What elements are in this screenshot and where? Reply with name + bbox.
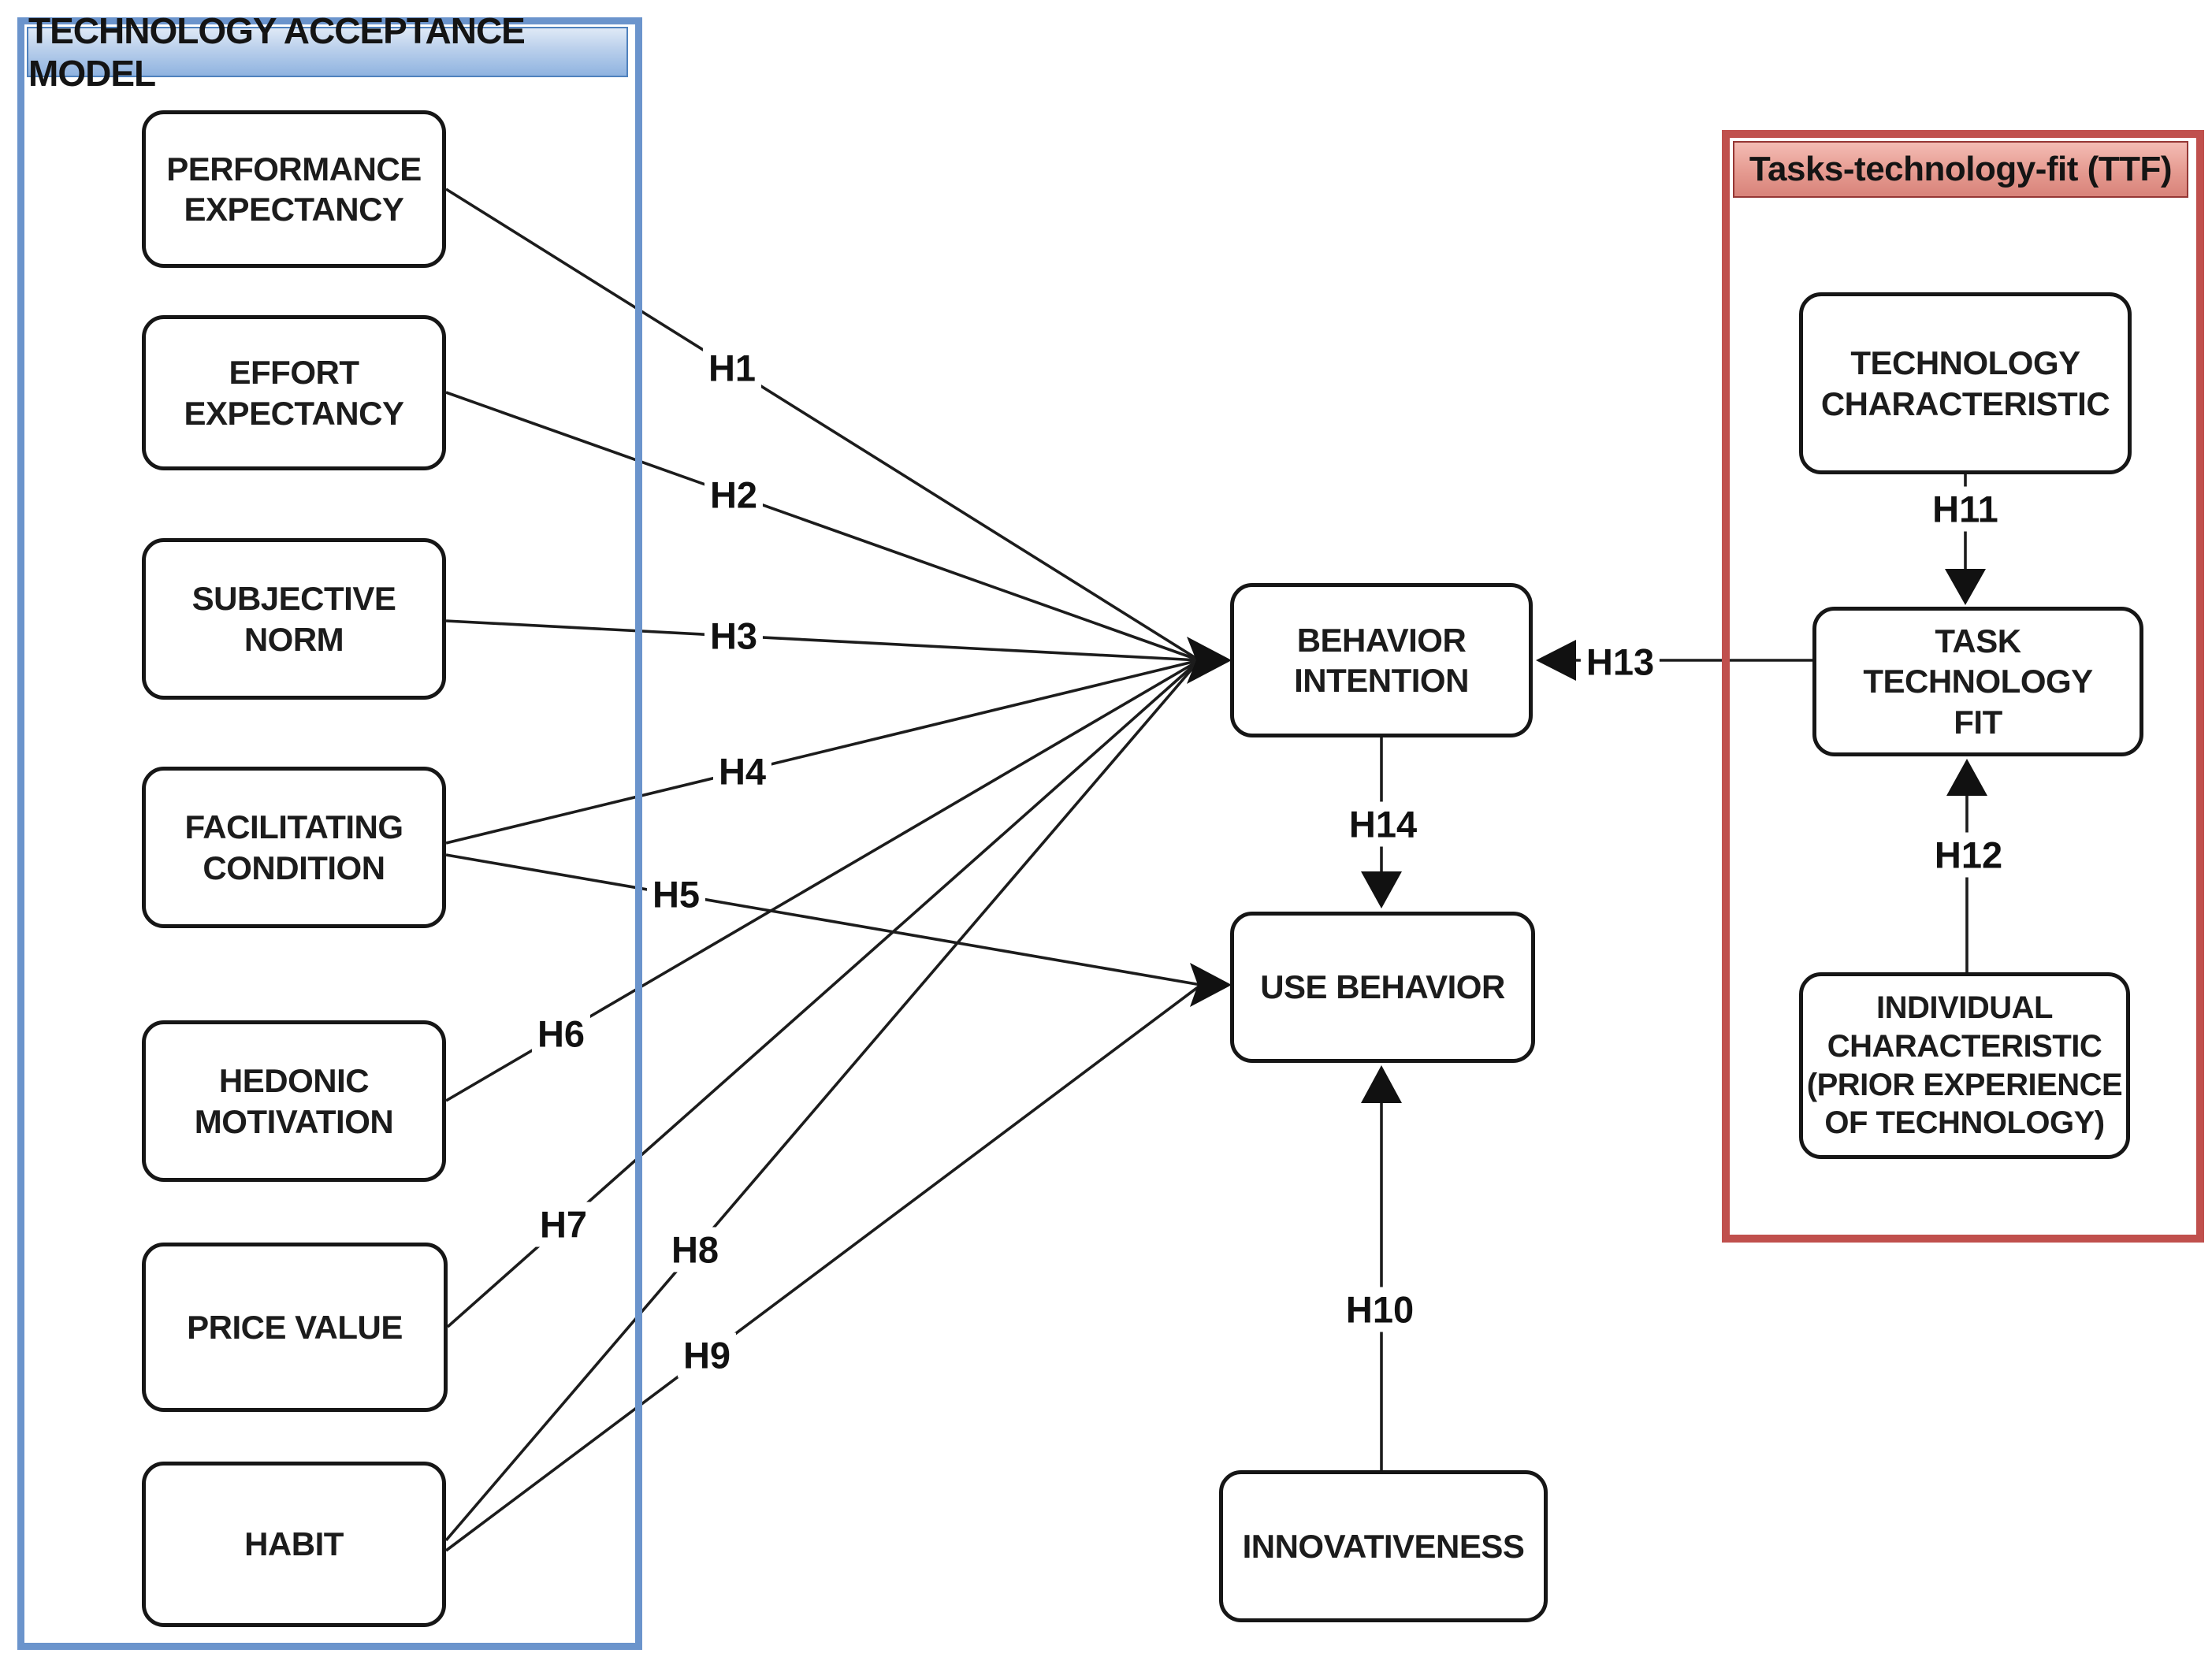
tam-title: TECHNOLOGY ACCEPTANCE MODEL	[28, 10, 526, 94]
node-label: BEHAVIOR INTENTION	[1294, 621, 1469, 699]
node-label: USE BEHAVIOR	[1260, 968, 1505, 1006]
node-label: HEDONIC MOTIVATION	[194, 1062, 394, 1140]
arrowhead-h10-up	[1361, 1065, 1402, 1103]
node-performance-expectancy: PERFORMANCE EXPECTANCY	[142, 110, 446, 268]
arrowhead-h12-up	[1946, 759, 1987, 796]
edge-label-h6: H6	[531, 1011, 591, 1057]
node-task-technology-fit: TASK TECHNOLOGY FIT	[1812, 607, 2143, 756]
node-label: EFFORT EXPECTANCY	[184, 354, 404, 432]
node-label: SUBJECTIVE NORM	[191, 580, 396, 658]
node-innovativeness: INNOVATIVENESS	[1219, 1470, 1548, 1622]
node-label: FACILITATING CONDITION	[184, 808, 403, 886]
node-behavior-intention: BEHAVIOR INTENTION	[1230, 583, 1533, 737]
edge-h1-line	[445, 188, 1200, 662]
edge-label-h9: H9	[677, 1332, 737, 1378]
node-technology-characteristic: TECHNOLOGY CHARACTERISTIC	[1799, 292, 2132, 474]
edge-label-h4: H4	[712, 749, 772, 794]
edge-label-h12: H12	[1928, 832, 2009, 878]
edge-h8-line	[444, 659, 1201, 1542]
node-label: TECHNOLOGY CHARACTERISTIC	[1820, 344, 2110, 422]
tam-container: TECHNOLOGY ACCEPTANCE MODEL	[17, 10, 642, 1650]
node-label: PERFORMANCE EXPECTANCY	[166, 150, 422, 228]
edge-h4-line	[445, 659, 1200, 845]
arrowhead-into-behavior-intention	[1187, 637, 1232, 684]
edge-label-h7: H7	[533, 1202, 593, 1247]
ttf-header-bar: Tasks-technology-fit (TTF)	[1733, 141, 2188, 198]
node-label: INDIVIDUAL CHARACTERISTIC (PRIOR EXPERIE…	[1806, 990, 2123, 1141]
edge-h3-line	[445, 619, 1200, 662]
node-label: HABIT	[244, 1525, 344, 1563]
ttf-container: Tasks-technology-fit (TTF)	[1722, 130, 2204, 1243]
ttf-title: Tasks-technology-fit (TTF)	[1749, 150, 2173, 188]
node-label: PRICE VALUE	[187, 1308, 403, 1346]
node-hedonic-motivation: HEDONIC MOTIVATION	[142, 1020, 446, 1182]
edge-label-h11: H11	[1927, 486, 2004, 532]
node-habit: HABIT	[142, 1462, 446, 1627]
edge-label-h3: H3	[704, 613, 764, 659]
edge-label-h10: H10	[1340, 1287, 1420, 1332]
node-label: INNOVATIVENESS	[1242, 1527, 1525, 1565]
arrowhead-into-use-behavior-left	[1190, 963, 1232, 1007]
node-individual-characteristic: INDIVIDUAL CHARACTERISTIC (PRIOR EXPERIE…	[1799, 972, 2130, 1159]
edge-h5-line	[445, 853, 1202, 986]
arrowhead-h13-left	[1536, 640, 1576, 681]
edge-label-h14: H14	[1343, 801, 1423, 847]
node-label: TASK TECHNOLOGY FIT	[1863, 622, 2093, 741]
edge-label-h2: H2	[704, 472, 764, 518]
node-price-value: PRICE VALUE	[142, 1243, 448, 1412]
edge-h2-line	[445, 391, 1200, 662]
edge-label-h13: H13	[1580, 639, 1660, 685]
edge-label-h1: H1	[702, 345, 762, 391]
arrowhead-h11-down	[1945, 569, 1986, 605]
node-subjective-norm: SUBJECTIVE NORM	[142, 538, 446, 700]
node-effort-expectancy: EFFORT EXPECTANCY	[142, 315, 446, 470]
node-use-behavior: USE BEHAVIOR	[1230, 912, 1535, 1063]
arrowhead-h14-down	[1361, 871, 1402, 908]
node-facilitating-condition: FACILITATING CONDITION	[142, 767, 446, 928]
edge-label-h5: H5	[646, 871, 706, 917]
edge-label-h8: H8	[665, 1227, 725, 1272]
edge-h9-line	[444, 983, 1203, 1552]
tam-header-bar: TECHNOLOGY ACCEPTANCE MODEL	[27, 10, 628, 94]
